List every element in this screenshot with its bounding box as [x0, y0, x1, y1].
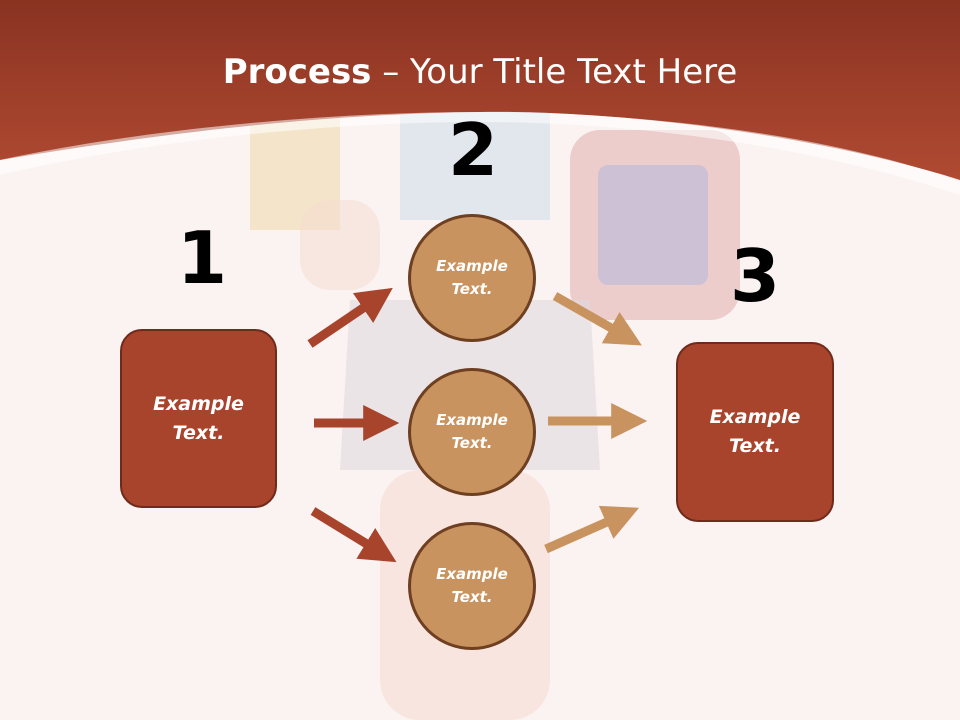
circle-bottom-text-line2: Text. — [451, 588, 493, 606]
circle-middle-text-line2: Text. — [451, 434, 493, 452]
step-number-3: 3 — [730, 234, 781, 318]
header-swoosh — [0, 112, 960, 195]
right-box-text-line2: Text. — [729, 435, 781, 457]
title-bold: Process — [222, 52, 372, 92]
circle-bottom: Example Text. — [408, 522, 536, 650]
circle-bottom-text-line1: Example — [436, 565, 508, 583]
step-number-2: 2 — [448, 108, 499, 192]
slide-title: Process – Your Title Text Here — [0, 52, 960, 92]
left-box-text-line1: Example — [153, 392, 244, 415]
circle-top: Example Text. — [408, 214, 536, 342]
header-band — [0, 0, 960, 180]
left-box: Example Text. — [120, 329, 277, 508]
right-box-text-line1: Example — [709, 406, 801, 428]
circle-middle-text-line1: Example — [436, 411, 508, 429]
circle-middle: Example Text. — [408, 368, 536, 496]
right-box: Example Text. — [676, 342, 834, 522]
step-number-1: 1 — [177, 216, 228, 300]
left-box-text-line2: Text. — [172, 421, 225, 444]
circle-top-text-line1: Example — [436, 257, 508, 275]
circle-top-text-line2: Text. — [451, 280, 493, 298]
title-rest: – Your Title Text Here — [371, 52, 738, 92]
